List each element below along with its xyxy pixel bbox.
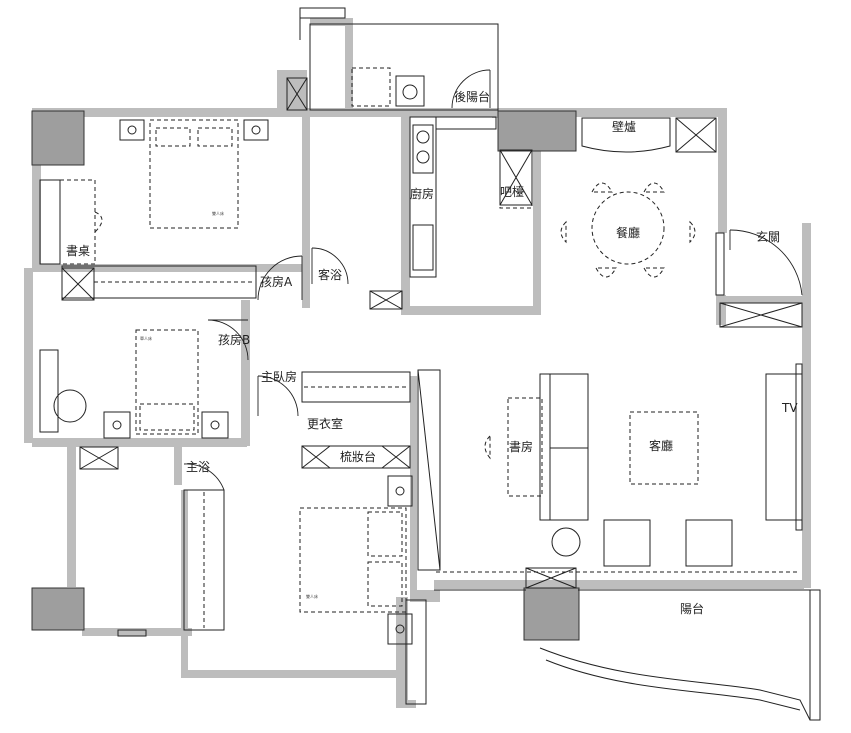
column-bottom-left (31, 587, 85, 631)
label-master-bath: 主浴 (186, 460, 210, 474)
front-balcony (405, 589, 821, 721)
entrance-door (715, 229, 803, 296)
label-study: 書房 (509, 439, 533, 454)
shafts (61, 77, 803, 589)
room-labels: 後陽台 壁爐 廚房 吧檯 餐廳 玄關 書桌 孩房A 客浴 孩房B 主臥房 更衣室… (66, 89, 798, 616)
child-room-b-furniture: 單人床 (39, 319, 249, 439)
column-top-left (31, 110, 85, 166)
label-dining: 餐廳 (616, 225, 640, 240)
label-fireplace: 壁爐 (612, 119, 636, 134)
master-suite-furniture: 雙人床 (117, 371, 413, 645)
rear-balcony-area (299, 7, 499, 111)
label-master-bedroom: 主臥房 (261, 369, 297, 384)
svg-text:雙人床: 雙人床 (306, 593, 318, 599)
svg-text:雙人床: 雙人床 (212, 210, 224, 216)
label-bar: 吧檯 (500, 185, 524, 199)
label-vanity: 梳妝台 (340, 449, 376, 464)
column-bottom-center (523, 587, 580, 641)
structural-columns (31, 110, 580, 641)
label-rear-balcony: 後陽台 (454, 89, 490, 104)
label-kitchen: 廚房 (410, 186, 434, 201)
column-top-center (497, 110, 577, 152)
living-study-furniture (417, 363, 803, 573)
label-living-room: 客廳 (649, 438, 673, 453)
label-child-room-a: 孩房A (260, 274, 293, 289)
label-desk: 書桌 (66, 244, 90, 258)
dining-furniture (560, 117, 696, 278)
svg-text:單人床: 單人床 (140, 335, 152, 341)
label-guest-bath: 客浴 (318, 267, 342, 282)
guest-bath (311, 247, 349, 285)
child-room-a-furniture: 雙人床 (39, 119, 303, 301)
label-balcony: 陽台 (680, 601, 704, 616)
label-child-room-b: 孩房B (218, 332, 250, 347)
kitchen-fixtures (409, 116, 533, 278)
label-tv: TV (781, 401, 798, 415)
label-entrance: 玄關 (756, 229, 780, 244)
label-walk-in-closet: 更衣室 (307, 416, 343, 431)
